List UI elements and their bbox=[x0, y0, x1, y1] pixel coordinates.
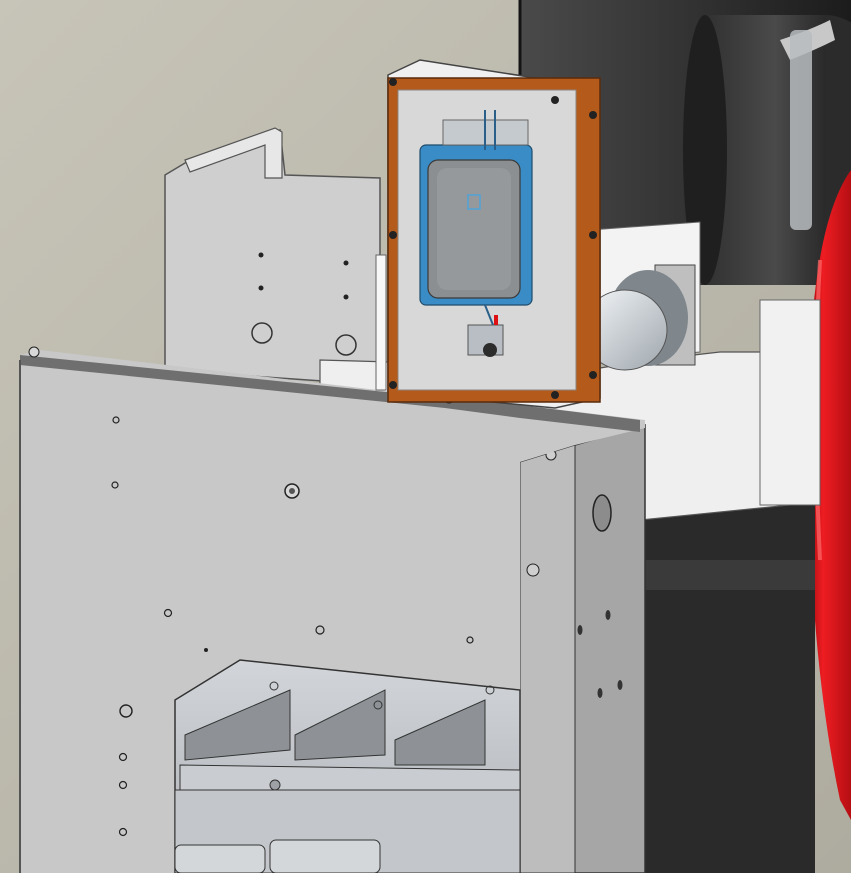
round-knob bbox=[582, 264, 696, 371]
white-strip bbox=[375, 254, 387, 391]
transparent-enclosure bbox=[387, 59, 601, 409]
circuit-breaker bbox=[174, 659, 521, 873]
dark-lower-block-top bbox=[640, 560, 815, 590]
dark-lower-block bbox=[640, 500, 815, 873]
black-cylinder bbox=[683, 15, 851, 285]
vertical-post bbox=[519, 424, 646, 873]
